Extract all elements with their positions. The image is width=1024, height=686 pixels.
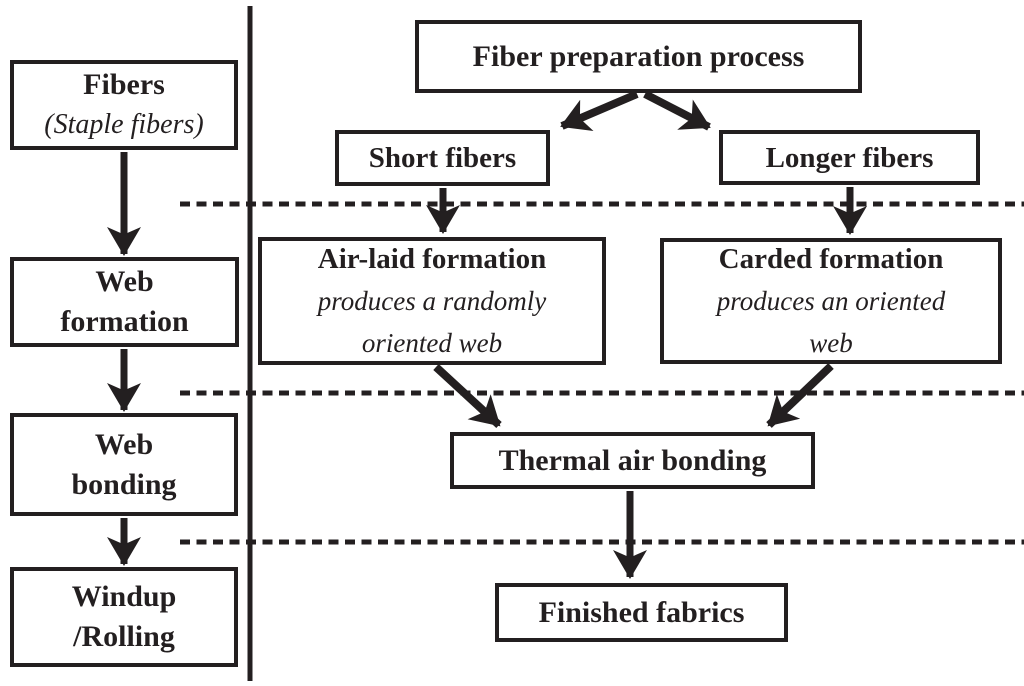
windup-rolling-box: Windup /Rolling	[10, 567, 238, 667]
short-fibers-box: Short fibers	[335, 130, 550, 186]
fibers-title: Fibers	[83, 68, 165, 101]
windup-title-line2: /Rolling	[73, 620, 175, 653]
carded-subtitle-line1: produces an oriented	[716, 286, 946, 316]
finished-title: Finished fabrics	[538, 595, 745, 629]
carded-subtitle-line2: web	[809, 328, 853, 358]
fiber-preparation-title: Fiber preparation process	[472, 39, 805, 73]
arrow-prep-to-short-fibers	[560, 90, 639, 132]
web-bonding-title-line1: Web	[94, 427, 154, 461]
short-fibers-title: Short fibers	[368, 142, 517, 174]
arrow-carded-to-thermal	[766, 363, 834, 428]
fiber-preparation-box: Fiber preparation process	[415, 20, 862, 93]
windup-title-line1: Windup	[71, 580, 177, 613]
longer-fibers-box: Longer fibers	[719, 130, 980, 185]
web-formation-box: Web formation	[10, 257, 239, 347]
carded-title: Carded formation	[718, 243, 944, 275]
fibers-box: Fibers (Staple fibers)	[10, 60, 238, 150]
web-formation-title-line2: formation	[60, 305, 189, 338]
longer-fibers-title: Longer fibers	[765, 141, 934, 174]
air-laid-subtitle-line1: produces a randomly	[317, 286, 547, 316]
arrow-air-laid-to-thermal	[433, 364, 502, 428]
air-laid-subtitle-line2: oriented web	[361, 328, 503, 358]
web-bonding-title-line2: bonding	[71, 467, 177, 501]
carded-formation-box: Carded formation produces an oriented we…	[660, 238, 1002, 364]
air-laid-formation-box: Air-laid formation produces a randomly o…	[258, 237, 606, 365]
arrow-prep-to-longer-fibers	[643, 90, 711, 131]
web-formation-title-line1: Web	[95, 265, 154, 298]
thermal-air-bonding-box: Thermal air bonding	[450, 432, 815, 489]
web-bonding-box: Web bonding	[10, 413, 238, 516]
thermal-title: Thermal air bonding	[498, 443, 767, 477]
finished-fabrics-box: Finished fabrics	[495, 583, 788, 642]
fibers-subtitle: (Staple fibers)	[44, 109, 204, 140]
air-laid-title: Air-laid formation	[317, 243, 547, 275]
